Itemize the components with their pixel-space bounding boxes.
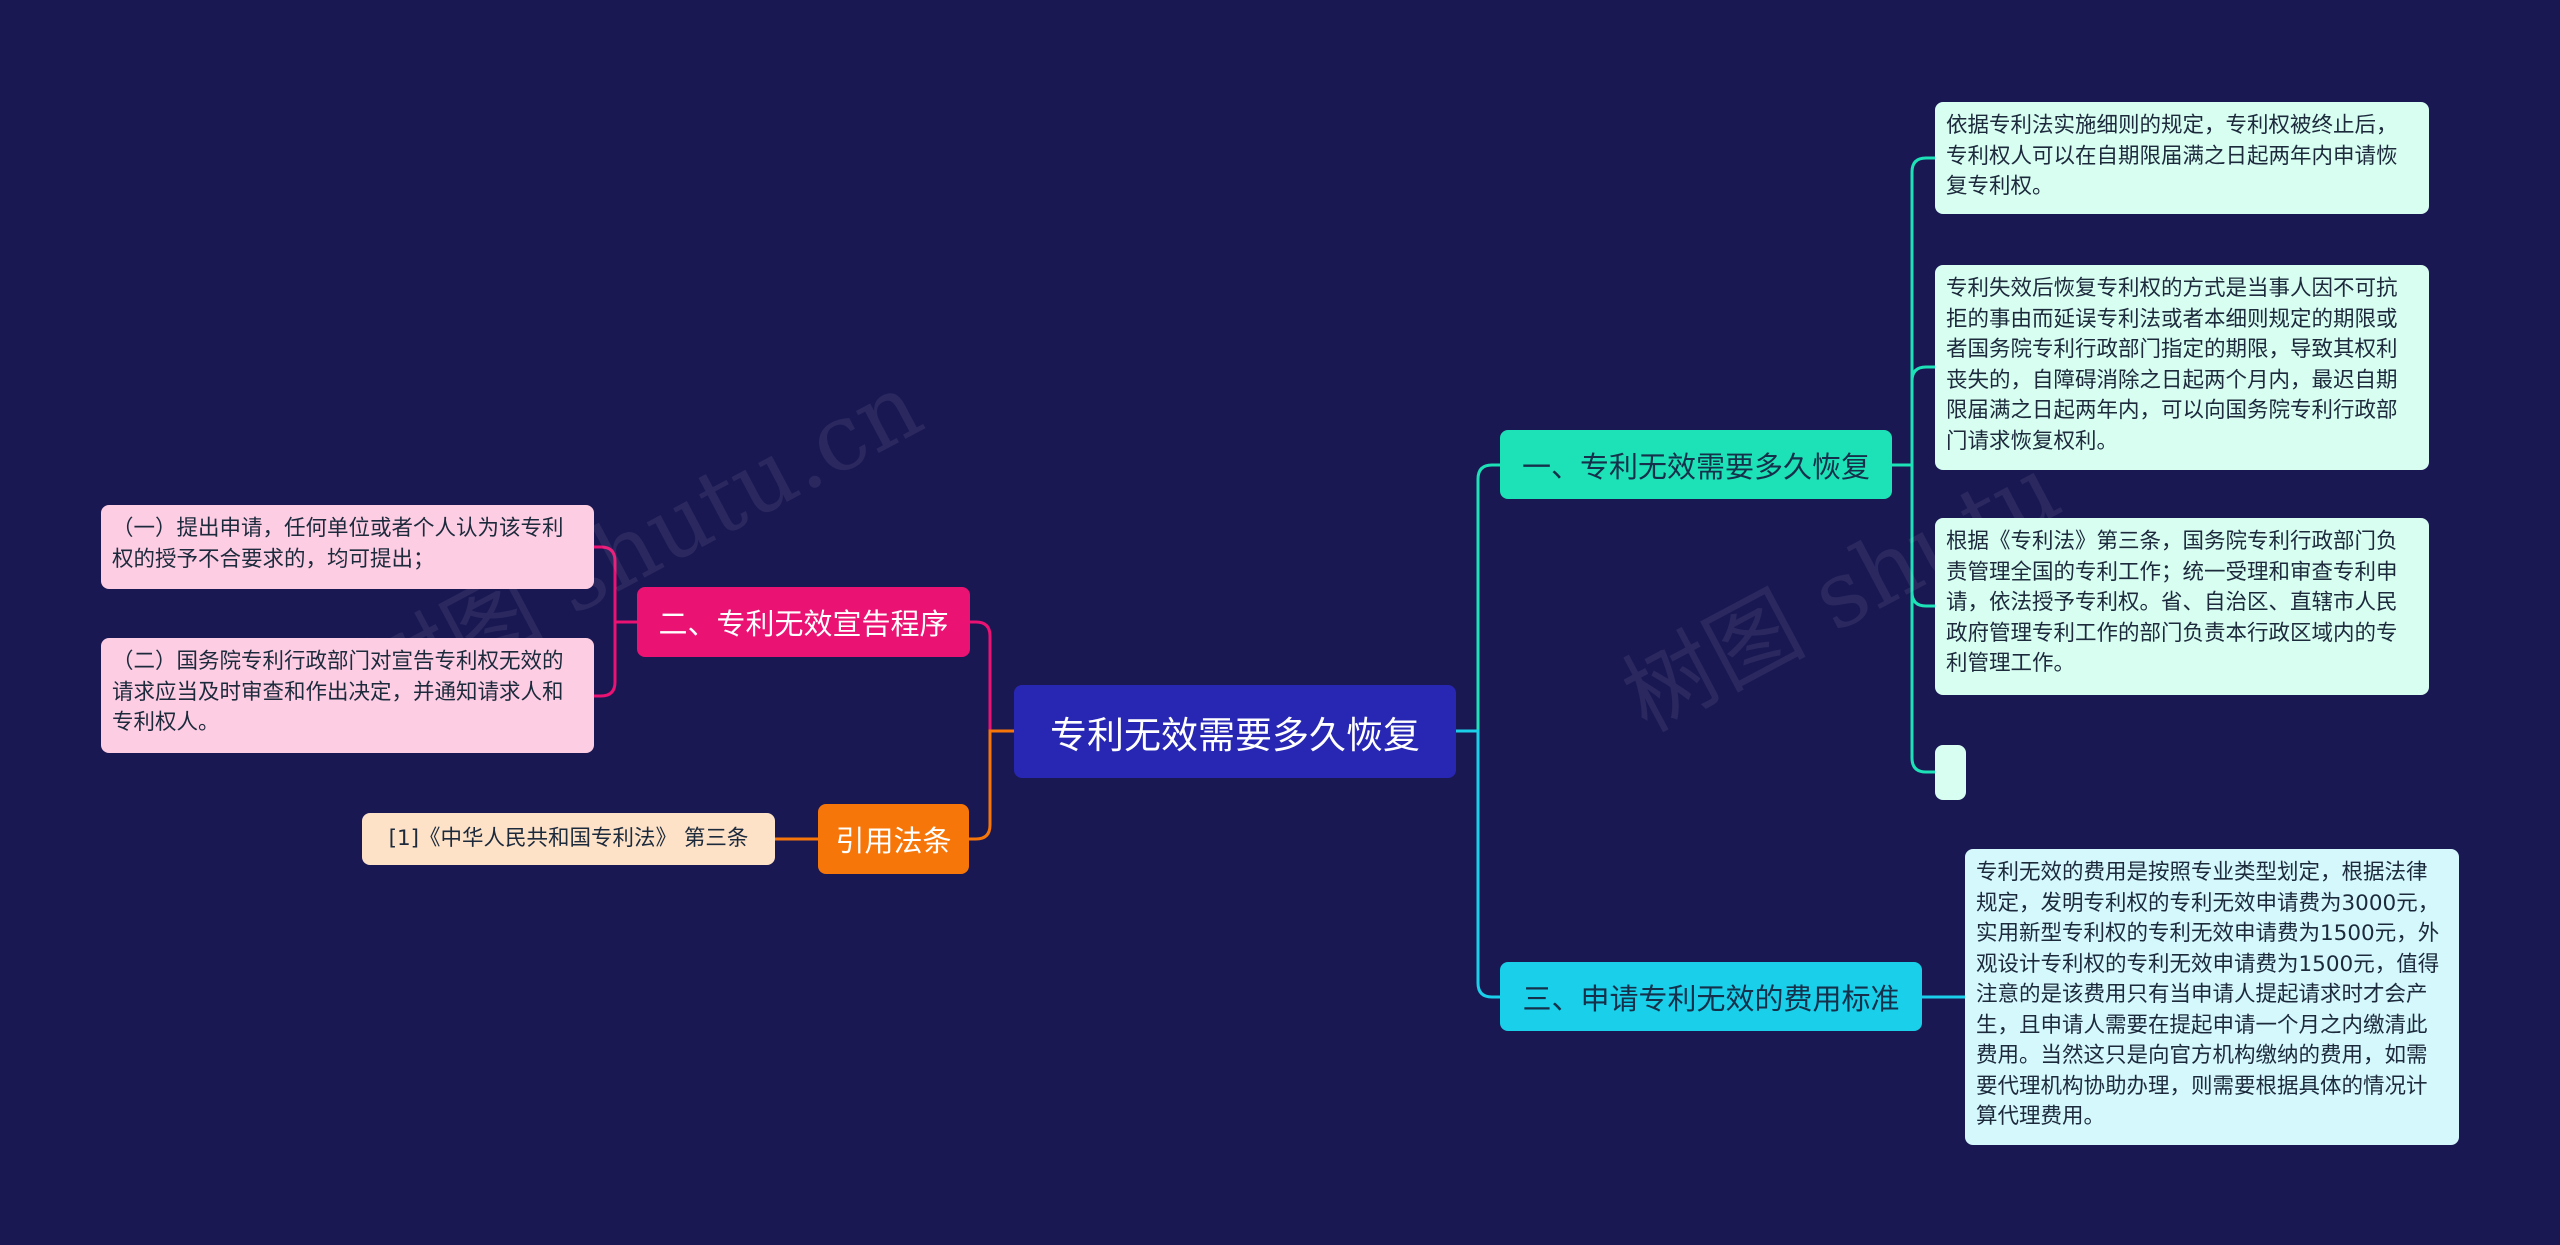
- branch-cited-law[interactable]: 引用法条: [818, 804, 969, 874]
- connector-procedure-leaf-2: [594, 620, 637, 698]
- leaf-procedure-2[interactable]: （二）国务院专利行政部门对宣告专利权无效的请求应当及时审查和作出决定，并通知请求…: [101, 638, 594, 753]
- connector-root-procedure: [970, 620, 1014, 733]
- leaf-recover-empty[interactable]: [1935, 745, 1966, 800]
- connector-root-recover: [1456, 463, 1500, 733]
- branch-invalidation-procedure[interactable]: 二、专利无效宣告程序: [637, 587, 970, 657]
- leaf-citation-1[interactable]: [1]《中华人民共和国专利法》 第三条: [362, 813, 775, 865]
- branch-recover-time[interactable]: 一、专利无效需要多久恢复: [1500, 430, 1892, 499]
- leaf-recover-1[interactable]: 依据专利法实施细则的规定，专利权被终止后，专利权人可以在自期限届满之日起两年内申…: [1935, 102, 2429, 214]
- leaf-fee-1[interactable]: 专利无效的费用是按照专业类型划定，根据法律规定，发明专利权的专利无效申请费为30…: [1965, 849, 2459, 1145]
- connector-recover-leaf-4: [1892, 463, 1935, 774]
- connector-root-citation: [969, 729, 1014, 841]
- leaf-recover-3[interactable]: 根据《专利法》第三条，国务院专利行政部门负责管理全国的专利工作；统一受理和审查专…: [1935, 518, 2429, 695]
- root-topic[interactable]: 专利无效需要多久恢复: [1014, 685, 1456, 778]
- leaf-recover-2[interactable]: 专利失效后恢复专利权的方式是当事人因不可抗拒的事由而延误专利法或者本细则规定的期…: [1935, 265, 2429, 470]
- connector-recover-leaf-2: [1892, 365, 1935, 467]
- connector-root-fee: [1456, 729, 1500, 999]
- connector-procedure-leaf-1: [594, 545, 637, 624]
- leaf-procedure-1[interactable]: （一）提出申请，任何单位或者个人认为该专利权的授予不合要求的，均可提出；: [101, 505, 594, 589]
- connector-recover-leaf-1: [1892, 156, 1935, 467]
- branch-fee-standard[interactable]: 三、申请专利无效的费用标准: [1500, 962, 1922, 1031]
